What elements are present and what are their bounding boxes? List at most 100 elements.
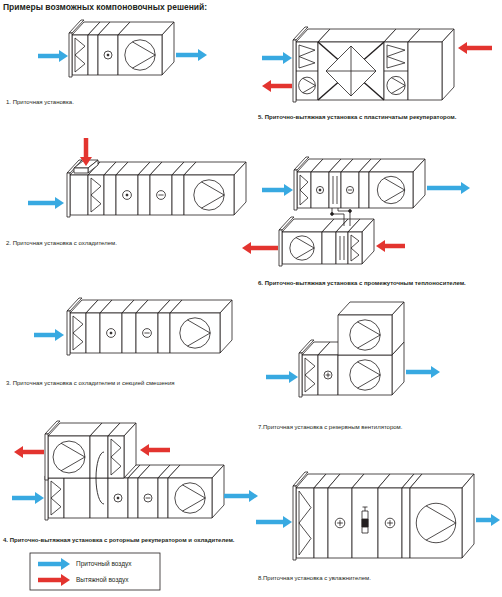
caption-text: 5. Приточно-вытяжная установка с пластин… <box>258 114 456 121</box>
filter-symbol <box>305 358 315 392</box>
air-arrow-head <box>461 182 470 194</box>
unit-section <box>311 172 329 208</box>
heater-symbol <box>324 371 332 379</box>
cooler-symbol <box>144 494 152 502</box>
cooler-symbol <box>346 186 353 193</box>
fan-symbol <box>350 360 380 390</box>
unit-section <box>88 35 98 75</box>
unit-section <box>369 172 413 208</box>
unit-section <box>108 478 128 518</box>
unit-top <box>318 29 396 42</box>
heater-symbol <box>114 494 122 502</box>
air-arrow-head <box>431 366 440 378</box>
flange-top <box>299 340 314 353</box>
unit-side <box>362 219 374 264</box>
air-arrow-shaft <box>476 518 492 523</box>
air-arrow-head <box>242 242 251 254</box>
unit-section <box>402 488 410 558</box>
unit-side <box>234 162 246 215</box>
air-arrow-shaft <box>22 450 44 455</box>
fan-blade <box>187 320 210 346</box>
fan-symbol <box>290 236 314 260</box>
unit-section <box>158 313 170 353</box>
air-arrow-head <box>61 574 70 586</box>
unit-section <box>48 478 64 518</box>
pipe-joint <box>349 210 352 213</box>
unit-section <box>128 478 138 518</box>
heater-symbol <box>107 329 116 338</box>
fan-blade <box>357 322 380 348</box>
flange-top <box>293 27 308 40</box>
plate-recuperator <box>326 46 376 96</box>
flange-top <box>279 217 294 230</box>
diagram-title: Примеры возможных компоновочных решений: <box>3 2 207 12</box>
air-arrow-head <box>35 492 44 504</box>
symbol-bar <box>328 373 329 378</box>
fan-blade <box>296 237 314 258</box>
flange <box>45 434 48 480</box>
unit-section <box>318 355 338 395</box>
legend-text: Вытяжной воздух <box>76 576 129 584</box>
unit-section <box>328 488 352 558</box>
heater-symbol <box>335 518 345 528</box>
unit-side <box>124 423 136 478</box>
unit-section <box>184 175 234 215</box>
unit-section <box>70 313 86 353</box>
unit-section <box>359 172 369 208</box>
air-arrow-shaft <box>466 46 492 51</box>
air-arrow-head <box>262 80 271 92</box>
unit-section <box>158 478 168 518</box>
heater-symbol <box>123 191 132 200</box>
cooler-symbol <box>143 329 152 338</box>
heater-dot <box>107 54 109 56</box>
unit-section <box>168 478 212 518</box>
flange-top <box>45 421 60 434</box>
air-arrow-head <box>61 558 70 570</box>
filter-symbol <box>73 316 83 350</box>
intake-frame <box>74 168 88 173</box>
pipe-joint <box>331 213 334 216</box>
unit-8 <box>293 472 474 560</box>
unit-7 <box>299 302 404 397</box>
humidifier-cap <box>363 507 368 508</box>
units <box>45 20 474 560</box>
coil-symbol <box>337 176 338 204</box>
symbol-bar <box>146 498 151 499</box>
caption-text: 2. Приточная установка с охладителем. <box>6 240 117 247</box>
unit-side <box>220 300 232 353</box>
filter-symbol <box>300 175 308 205</box>
fan-blade <box>357 362 380 388</box>
unit-side <box>462 474 474 558</box>
unit-section <box>338 355 392 395</box>
heater-dot <box>117 497 119 499</box>
heater-dot <box>319 189 321 191</box>
flange <box>67 311 70 355</box>
flange-top <box>294 157 309 170</box>
legend-text: Приточный воздух <box>76 560 131 568</box>
air-arrow-head <box>491 514 500 526</box>
unit-section <box>138 175 150 215</box>
fan-symbol <box>299 77 316 94</box>
heater-symbol <box>385 518 395 528</box>
flange-top <box>293 472 308 486</box>
unit-side <box>413 159 425 208</box>
unit-section <box>296 488 314 558</box>
caption-text: 3. Приточная установка с охладителем и с… <box>6 380 175 387</box>
unit-section <box>86 313 100 353</box>
symbol-bar <box>144 333 149 334</box>
heater-dot <box>126 194 128 196</box>
unit-section <box>64 478 90 518</box>
symbol-bar <box>390 520 391 526</box>
air-arrow-shaft <box>427 186 462 191</box>
unit-section <box>352 488 378 558</box>
fan-blade <box>132 42 155 68</box>
flange-top <box>69 20 84 33</box>
air-arrow-shaft <box>38 54 60 59</box>
air-arrow-shaft <box>270 84 292 89</box>
filter-symbol <box>387 45 405 68</box>
air-arrow-shaft <box>38 578 62 583</box>
fan-blade <box>384 178 405 202</box>
unit-section <box>341 172 359 208</box>
